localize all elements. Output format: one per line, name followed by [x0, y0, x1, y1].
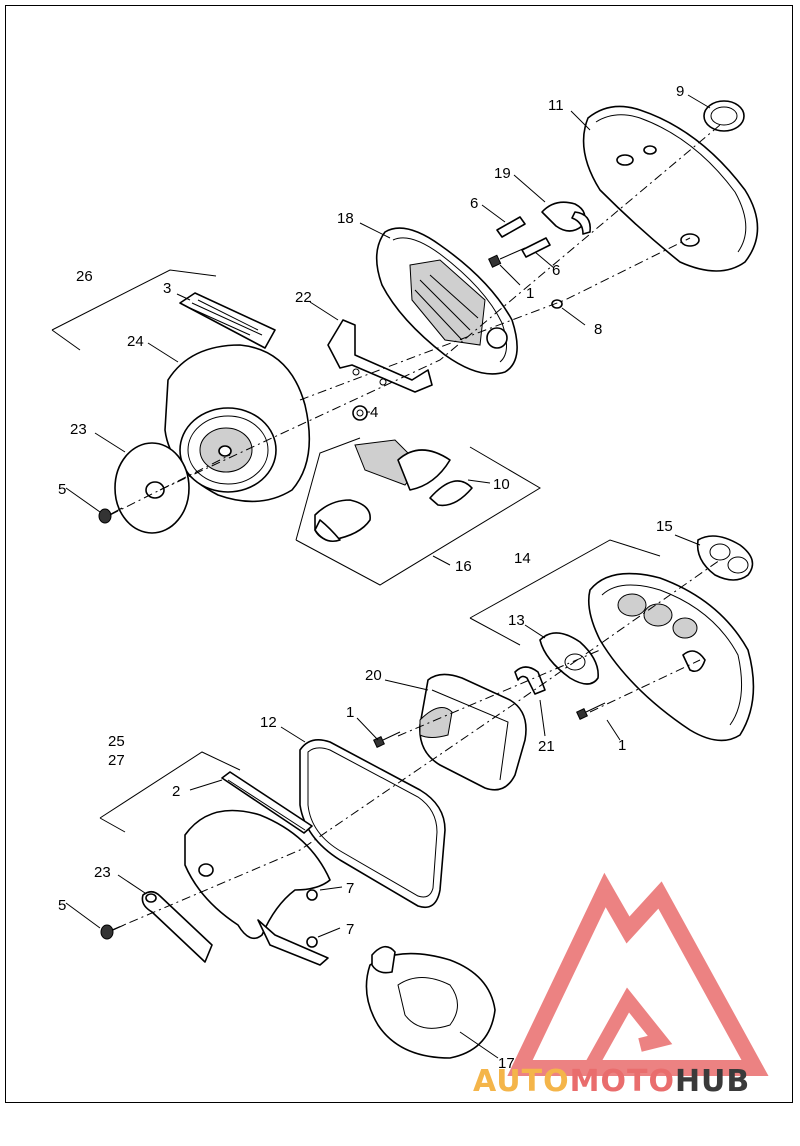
callout-18: 18 [337, 210, 354, 227]
part-7-nut-upper [306, 889, 318, 901]
callout-1b: 1 [346, 704, 354, 721]
group-26-bracket [51, 269, 217, 331]
part-1-bolt-right [576, 702, 606, 720]
callout-7b: 7 [346, 921, 354, 938]
callout-22: 22 [295, 289, 312, 306]
callout-25: 25 [108, 733, 125, 750]
part-22-bracket [327, 319, 433, 393]
part-25-27-cover [184, 809, 331, 966]
callout-3: 3 [163, 280, 171, 297]
callout-5a: 5 [58, 481, 66, 498]
callout-12: 12 [260, 714, 277, 731]
part-17-intake [365, 945, 496, 1059]
callout-7a: 7 [346, 880, 354, 897]
part-24-cover [164, 344, 311, 503]
callout-24: 24 [127, 333, 144, 350]
part-19-breather [541, 201, 592, 235]
callout-6b: 6 [552, 262, 560, 279]
part-11-backplate [582, 105, 759, 272]
callout-10: 10 [493, 476, 510, 493]
part-1-bolt-left [373, 731, 401, 748]
part-18-filter-housing [375, 227, 518, 375]
callout-1c: 1 [618, 737, 626, 754]
part-1-bolt-upper [488, 247, 526, 268]
part-6-bolt-upper [496, 216, 526, 238]
part-9-seal-ring [703, 100, 745, 132]
callout-19: 19 [494, 165, 511, 182]
part-15-gasket [696, 535, 754, 581]
part-3-label-decal [179, 292, 276, 349]
callout-11: 11 [548, 97, 564, 114]
callout-5b: 5 [58, 897, 66, 914]
callout-6a: 6 [470, 195, 478, 212]
watermark-word-moto: MOTO [569, 1064, 675, 1099]
callout-21: 21 [538, 738, 555, 755]
part-13-gasket [539, 632, 599, 685]
automotohub-watermark-text: AUTOMOTOHUB [473, 1064, 750, 1099]
callout-13: 13 [508, 612, 525, 629]
watermark-word-auto: AUTO [473, 1064, 570, 1099]
callout-1a: 1 [526, 285, 534, 302]
part-23-disc-upper [114, 442, 190, 534]
callout-26: 26 [76, 268, 93, 285]
callout-4: 4 [370, 404, 378, 421]
callout-15: 15 [656, 518, 673, 535]
part-6-bolt-lower [521, 237, 551, 258]
callout-20: 20 [365, 667, 382, 684]
part-5-screw-upper [98, 507, 123, 524]
part-8-washer [551, 299, 563, 309]
callout-2: 2 [172, 783, 180, 800]
callout-17: 17 [498, 1055, 515, 1072]
part-21-tube [514, 666, 546, 695]
automotohub-logo-icon [507, 872, 769, 1076]
part-16-deflector [314, 499, 371, 543]
part-10-intake [354, 439, 473, 507]
part-12-seal [299, 739, 446, 909]
callout-9: 9 [676, 83, 684, 100]
group-16-bracket [295, 437, 361, 541]
group-25-27-bracket [99, 751, 241, 819]
watermark-word-hub: HUB [674, 1064, 751, 1099]
callout-8: 8 [594, 321, 602, 338]
callout-16: 16 [455, 558, 472, 575]
part-4-nut [352, 405, 368, 421]
part-5-screw-lower [100, 924, 125, 940]
callout-14: 14 [514, 550, 531, 567]
part-7-nut-lower [306, 936, 318, 948]
diagram-frame [5, 5, 793, 1103]
callout-27: 27 [108, 752, 125, 769]
part-14-backplate [587, 572, 755, 742]
part-2-label-strip [221, 771, 313, 834]
group-14-bracket [469, 539, 661, 619]
callout-23a: 23 [70, 421, 87, 438]
callout-23b: 23 [94, 864, 111, 881]
